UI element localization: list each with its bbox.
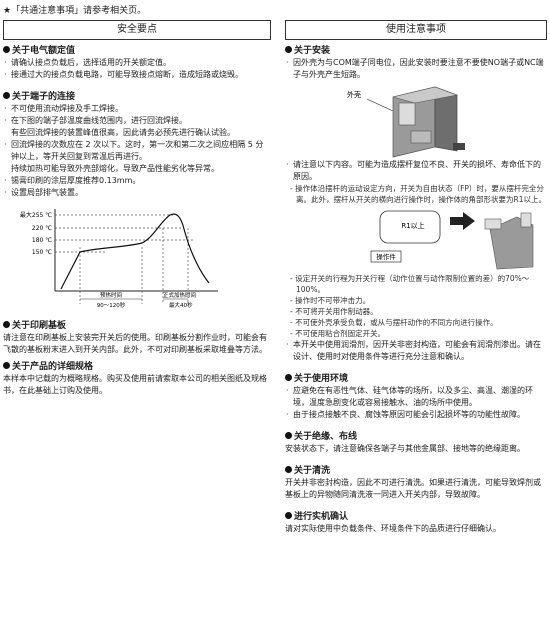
temp-label-180: 180 ℃	[32, 237, 52, 244]
main-heat-label: 正式加热时间	[163, 291, 196, 299]
cleaning-text: 开关并非密封构造，因此不可进行清洗。如果进行清洗，可能导致焊剂或基板上的异物随同…	[285, 478, 541, 499]
bullet-dot-icon	[285, 466, 292, 473]
bullet-dot-icon	[3, 362, 10, 369]
dash-item: - 不可使用粘合剂固定开关。	[290, 329, 386, 338]
section-title-rated: 关于电气额定值	[3, 45, 271, 57]
install-sub-note: - 操作体沿摆杆的运动设定方向，开关为自由状态（FP）时，要从摆杆完全分离。此外…	[290, 184, 546, 204]
main-heat-max-label: 最大40秒	[169, 301, 193, 309]
insulation-text: 安装状态下，请注意确保各端子与其他金属部、接地等的绝缘距离。	[285, 444, 525, 453]
bullet-dot-icon	[285, 46, 292, 53]
install-item: ·因外壳为与COM端子同电位，因此安装时要注意不要使NO端子或NC端子与外壳产生…	[286, 58, 544, 79]
section-title-pcb: 关于印刷基板	[3, 320, 271, 332]
terminal-note: 有些回流焊接的装置峰值很高，因此请务必预先进行确认试验。	[11, 128, 235, 137]
terminal-item: ·在下图的端子部温度曲线范围内，进行回流焊接。	[4, 116, 187, 125]
left-column: 安全要点 关于电气额定值 ·请确认接点负载后，选择适用的开关额定值。 ·接通过大…	[3, 20, 271, 397]
temp-label-max: 最大255 ℃	[20, 211, 52, 219]
terminal-item: ·锡膏印刷的涂层厚度推荐0.13mm。	[4, 176, 141, 185]
top-note: ★「共通注意事項」请参考相关页。	[3, 6, 147, 16]
preheat-label: 预热时间	[100, 291, 122, 299]
operator-label: 操作件	[376, 252, 396, 261]
section-title-env: 关于使用环境	[285, 373, 547, 385]
env-item: ·应避免在有恶性气体、硅气体等的场所，以及多尘、高温、潮湿的环境，温度急剧变化或…	[286, 386, 533, 407]
safety-header: 安全要点	[3, 20, 271, 40]
terminal-item: ·回流焊接的次数应在 2 次以下。这时，第一次和第二次之间应相隔 5 分钟以上，…	[4, 140, 264, 161]
bullet-dot-icon	[3, 92, 10, 99]
preheat-range-label: 90～120秒	[97, 301, 126, 309]
section-title-terminal: 关于端子的连接	[3, 91, 271, 103]
install-item: ·本开关中使用润滑剂，因开关非密封构造，可能会有润滑剂渗出。请在设计、使用时对使…	[286, 340, 541, 361]
dash-item: - 不可使外壳承受负载，或从与摆杆动作的不同方向进行操作。	[290, 318, 498, 327]
right-column: 使用注意事项 关于安装 ·因外壳为与COM端子同电位，因此安装时要注意不要使NO…	[285, 20, 547, 535]
operator-r1-illustration: R1以上 操作件	[370, 210, 534, 270]
reflow-temperature-diagram: 最大255 ℃ 220 ℃ 180 ℃ 150 ℃ 预热时间 90～120秒 正…	[20, 209, 218, 309]
usage-header: 使用注意事项	[285, 20, 547, 40]
section-title-cleaning: 关于清洗	[285, 465, 547, 477]
section-title-spec: 关于产品的详细规格	[3, 361, 271, 373]
temp-label-220: 220 ℃	[32, 225, 52, 232]
bullet-dot-icon	[285, 512, 292, 519]
section-title-install: 关于安装	[285, 45, 547, 57]
dash-item: - 设定开关的行程为开关行程（动作位置与动作限制位置的差）的70%～100%。	[290, 274, 530, 294]
rated-item: ·接通过大的接点负载电路，可能导致接点熔断，造成短路或烧毁。	[4, 70, 243, 79]
terminal-item: ·不可使用流动焊接及手工焊接。	[4, 104, 123, 113]
bullet-dot-icon	[285, 374, 292, 381]
housing-label: 外壳	[347, 90, 361, 99]
temp-label-150: 150 ℃	[32, 249, 52, 256]
section-title-confirm: 进行实机确认	[285, 511, 547, 523]
terminal-item: ·设置局部排气装置。	[4, 188, 83, 197]
install-item: ·请注意以下内容。可能为造成摆杆复位不良、开关的损坏、寿命低下的原因。	[286, 160, 541, 181]
bullet-dot-icon	[285, 432, 292, 439]
confirm-text: 请对实际使用中负载条件、环境条件下的品质进行仔细确认。	[285, 524, 501, 533]
pcb-text: 请注意在印刷基板上安装完开关后的使用。印刷基板分割作业时，可能会有飞散的基板粉末…	[3, 333, 267, 354]
spec-text: 本样本中记载的为概略规格。购买及使用前请索取本公司的相关图纸及规格书，在此基础上…	[3, 374, 267, 395]
terminal-note: 持续加热可能导致外壳部熔化，导致产品性能劣化等异常。	[11, 164, 219, 173]
section-title-insulation: 关于绝缘、布线	[285, 431, 547, 443]
env-item: ·由于接点接触不良、腐蚀等原因可能会引起损坏等的功能性故障。	[286, 410, 525, 419]
dash-item: - 不可将开关用作制动器。	[290, 307, 378, 316]
r1-label: R1以上	[401, 221, 424, 230]
dash-item: - 操作时不可带冲击力。	[290, 296, 371, 305]
bullet-dot-icon	[3, 46, 10, 53]
bullet-dot-icon	[3, 321, 10, 328]
rated-item: ·请确认接点负载后，选择适用的开关额定值。	[4, 58, 171, 67]
switch-housing-illustration: 外壳	[347, 86, 465, 158]
